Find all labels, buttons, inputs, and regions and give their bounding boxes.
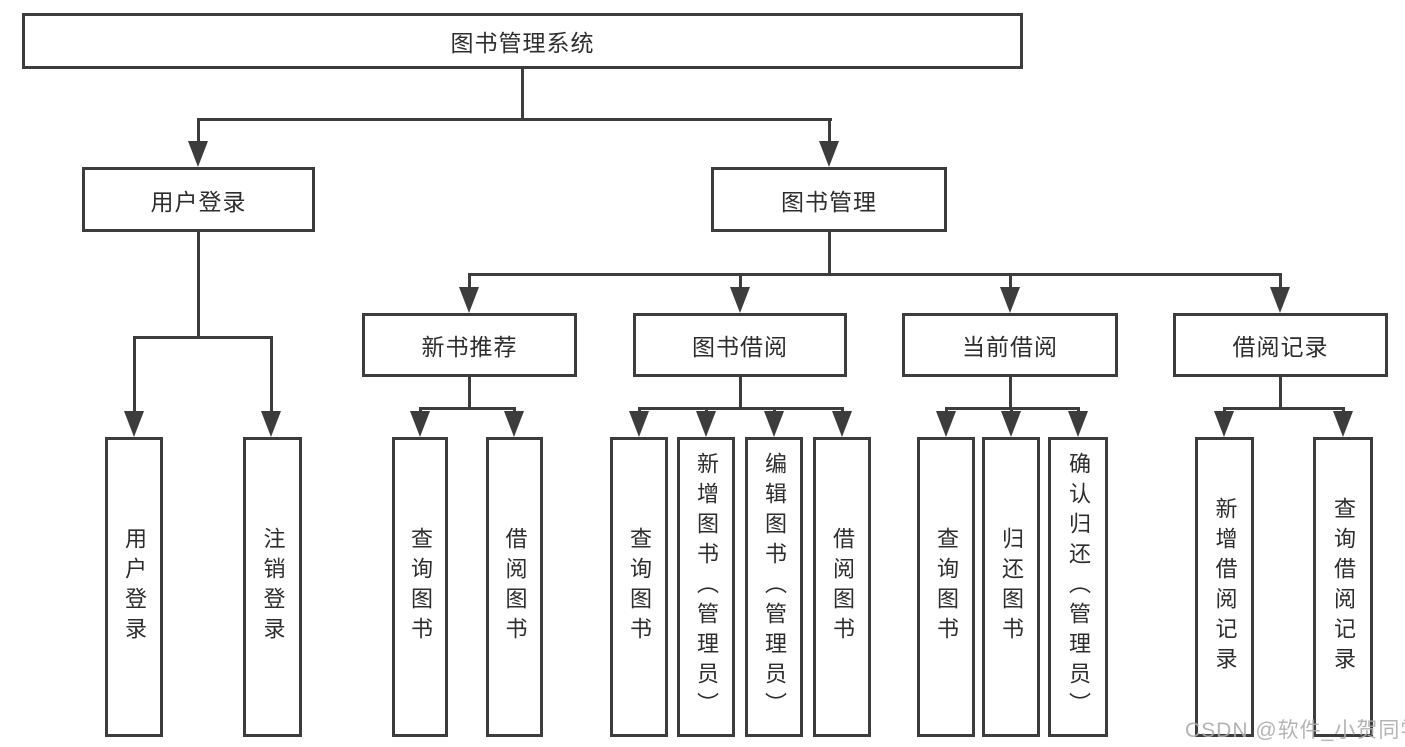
connector-line — [419, 407, 516, 410]
node-user-login: 用户登录 — [82, 167, 315, 232]
node-current-borrowing: 当前借阅 — [902, 313, 1118, 377]
leaf-return-book: 归还图书 — [982, 437, 1040, 737]
node-label: 新书推荐 — [421, 334, 518, 360]
node-label: 查询图书 — [408, 527, 433, 647]
node-label: 确认归还（管理员） — [1066, 452, 1091, 722]
leaf-edit-book-admin: 编辑图书（管理员） — [745, 437, 803, 737]
node-label: 用户登录 — [150, 188, 247, 215]
leaf-logout: 注销登录 — [243, 437, 302, 737]
connector-line — [1279, 273, 1282, 289]
leaf-query-books-current: 查询图书 — [917, 437, 975, 737]
node-label: 编辑图书（管理员） — [762, 452, 787, 722]
connector-line — [638, 407, 844, 410]
arrow-down-icon — [459, 287, 479, 313]
arrow-down-icon — [1001, 411, 1021, 437]
csdn-watermark: CSDN @软件_小贺同学 — [1185, 719, 1405, 742]
arrow-down-icon — [629, 411, 649, 437]
node-label: 归还图书 — [999, 527, 1024, 647]
leaf-add-borrow-record: 新增借阅记录 — [1195, 437, 1254, 737]
connector-line — [1009, 273, 1012, 289]
node-label: 图书管理系统 — [450, 30, 595, 56]
connector-line — [828, 118, 831, 143]
node-label: 用户登录 — [122, 527, 147, 647]
connector-line — [197, 118, 200, 143]
node-label: 新增图书（管理员） — [694, 452, 719, 722]
node-label: 查询图书 — [934, 527, 959, 647]
arrow-down-icon — [1214, 411, 1234, 437]
node-label: 新增借阅记录 — [1212, 497, 1238, 677]
connector-line — [521, 69, 524, 118]
arrow-down-icon — [730, 287, 750, 313]
arrow-down-icon — [410, 411, 430, 437]
leaf-query-books-borrowing: 查询图书 — [610, 437, 668, 737]
arrow-down-icon — [696, 411, 716, 437]
arrow-down-icon — [124, 411, 144, 437]
arrow-down-icon — [1270, 287, 1290, 313]
node-label: 借阅图书 — [830, 527, 855, 647]
node-book-management: 图书管理 — [711, 167, 947, 232]
connector-line — [468, 377, 471, 409]
connector-line — [133, 336, 273, 339]
leaf-query-borrow-record: 查询借阅记录 — [1313, 437, 1373, 737]
connector-line — [1279, 377, 1282, 409]
leaf-borrow-books-recommend: 借阅图书 — [486, 437, 543, 737]
arrow-down-icon — [504, 411, 524, 437]
leaf-add-book-admin: 新增图书（管理员） — [677, 437, 735, 737]
connector-line — [133, 336, 136, 413]
leaf-user-login: 用户登录 — [105, 437, 163, 737]
connector-line — [739, 377, 742, 409]
node-label: 查询借阅记录 — [1331, 497, 1356, 677]
connector-line — [197, 118, 832, 121]
arrow-down-icon — [1333, 411, 1353, 437]
arrow-down-icon — [819, 141, 839, 167]
connector-line — [828, 232, 831, 275]
node-label: 查询图书 — [627, 527, 652, 647]
leaf-confirm-return-admin: 确认归还（管理员） — [1048, 437, 1108, 737]
arrow-down-icon — [1068, 411, 1088, 437]
connector-line — [270, 336, 273, 413]
leaf-query-books-recommend: 查询图书 — [392, 437, 448, 737]
arrow-down-icon — [1000, 287, 1020, 313]
node-label: 图书借阅 — [692, 334, 788, 360]
node-book-borrowing: 图书借阅 — [633, 313, 847, 377]
connector-line — [468, 273, 471, 289]
connector-line — [1223, 407, 1345, 410]
node-label: 借阅图书 — [502, 527, 528, 647]
connector-line — [1009, 377, 1012, 409]
arrow-down-icon — [188, 141, 208, 167]
arrow-down-icon — [832, 411, 852, 437]
node-library-system: 图书管理系统 — [22, 13, 1023, 69]
connector-line — [197, 232, 200, 336]
connector-line — [468, 273, 1281, 276]
node-label: 借阅记录 — [1232, 334, 1329, 360]
node-label: 图书管理 — [781, 188, 877, 215]
node-label: 当前借阅 — [962, 334, 1058, 360]
leaf-borrow-books-borrowing: 借阅图书 — [813, 437, 871, 737]
arrow-down-icon — [936, 411, 956, 437]
arrow-down-icon — [764, 411, 784, 437]
node-borrow-records: 借阅记录 — [1173, 313, 1388, 377]
node-label: 注销登录 — [260, 527, 286, 647]
connector-line — [739, 273, 742, 289]
arrow-down-icon — [261, 411, 281, 437]
node-new-book-recommend: 新书推荐 — [362, 313, 577, 377]
